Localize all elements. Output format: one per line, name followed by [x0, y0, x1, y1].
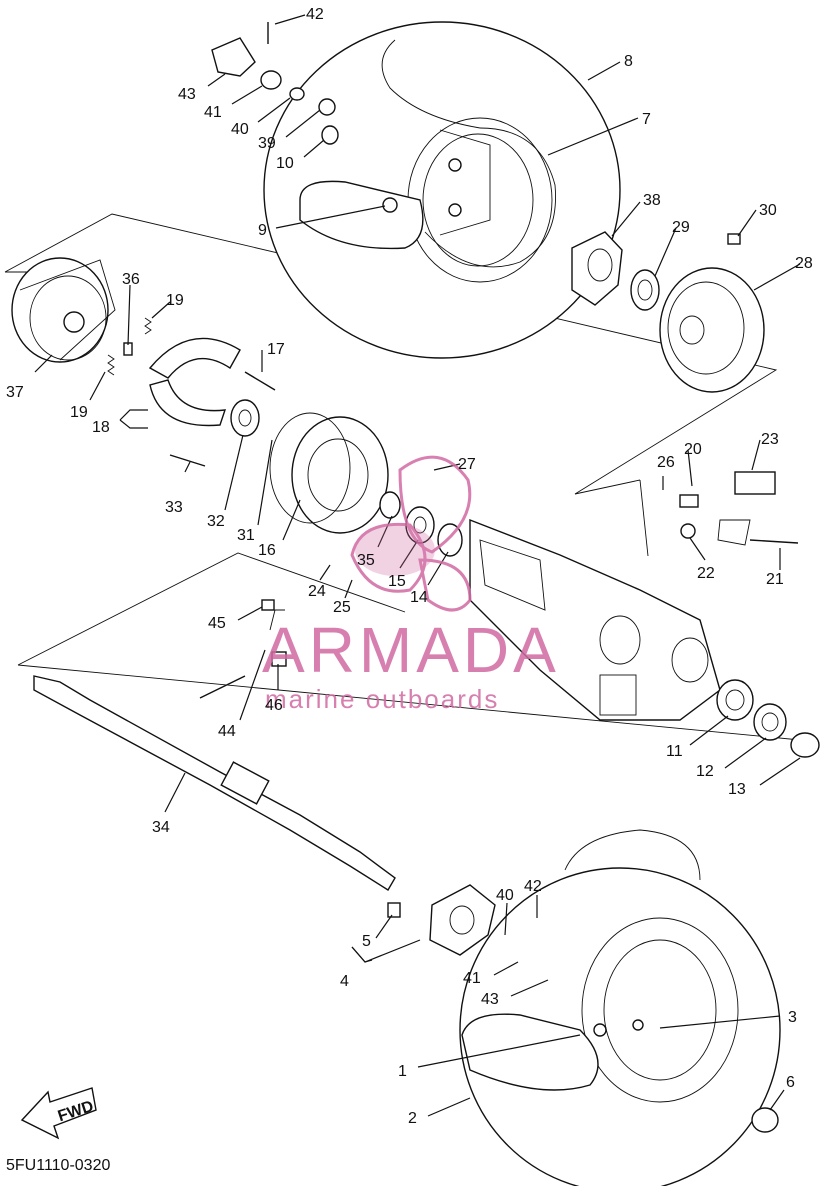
callout-40: 40 [231, 121, 249, 138]
leader-lines [34, 14, 801, 1117]
callout-41b: 41 [463, 970, 481, 987]
callout-25: 25 [333, 599, 351, 616]
watermark-logo-icon [350, 455, 472, 612]
callout-45: 45 [208, 615, 226, 632]
callout-26: 26 [657, 454, 675, 471]
callout-3: 3 [788, 1009, 797, 1026]
callout-7: 7 [642, 111, 651, 128]
callout-31: 31 [237, 527, 255, 544]
callout-35: 35 [357, 552, 375, 569]
callout-11: 11 [666, 743, 683, 760]
callout-14: 14 [410, 589, 428, 606]
callout-42: 42 [306, 6, 324, 23]
callout-labels: 42 43 41 40 39 10 8 7 9 38 29 30 28 36 1… [6, 6, 813, 1127]
callout-10: 10 [276, 155, 294, 172]
bottom-wheel-tire [459, 829, 781, 1186]
callout-42b: 42 [524, 878, 542, 895]
callout-6: 6 [786, 1074, 795, 1091]
callout-39: 39 [258, 135, 276, 152]
top-wheel-tire [263, 21, 621, 359]
callout-22: 22 [697, 565, 715, 582]
callout-33: 33 [165, 499, 183, 516]
callout-32: 32 [207, 513, 225, 530]
watermark-brand-text: ARMADA [262, 614, 560, 686]
callout-24: 24 [308, 583, 326, 600]
callout-8: 8 [624, 53, 633, 70]
hub-bearing-cover-top [571, 231, 765, 393]
callout-36: 36 [122, 271, 140, 288]
callout-13: 13 [728, 781, 746, 798]
callout-28: 28 [795, 255, 813, 272]
watermark: ARMADA marine outboards [262, 455, 560, 714]
callout-1: 1 [398, 1063, 407, 1080]
callout-19b: 19 [70, 404, 88, 421]
callout-17: 17 [267, 341, 285, 358]
callout-43b: 43 [481, 991, 499, 1008]
callout-43: 43 [178, 86, 196, 103]
watermark-tagline-text: marine outboards [265, 684, 499, 714]
callout-38: 38 [643, 192, 661, 209]
callout-44: 44 [218, 723, 236, 740]
callout-40b: 40 [496, 887, 514, 904]
callout-23: 23 [761, 431, 779, 448]
callout-2: 2 [408, 1110, 417, 1127]
forward-arrow-icon: FWD [20, 1087, 97, 1140]
callout-21: 21 [766, 571, 784, 588]
callout-12: 12 [696, 763, 714, 780]
callout-9: 9 [258, 222, 267, 239]
callout-20: 20 [684, 441, 702, 458]
axle-housing [379, 491, 820, 758]
callout-29: 29 [672, 219, 690, 236]
brake-back-plate [169, 371, 389, 534]
callout-5: 5 [362, 933, 371, 950]
callout-4: 4 [340, 973, 349, 990]
callout-30: 30 [759, 202, 777, 219]
callout-16: 16 [258, 542, 276, 559]
diagram-code: 5FU1110-0320 [6, 1157, 110, 1174]
callout-37: 37 [6, 384, 24, 401]
callout-41: 41 [204, 104, 222, 121]
brake-shoes [107, 317, 241, 427]
brake-drum-left [11, 257, 116, 363]
callout-15: 15 [388, 573, 406, 590]
top-small-parts [211, 22, 339, 145]
callout-46: 46 [265, 697, 283, 714]
callout-27: 27 [458, 456, 476, 473]
callout-19a: 19 [166, 292, 184, 309]
callout-34: 34 [152, 819, 170, 836]
axle-shaft [33, 599, 396, 891]
bracket-assembly [679, 471, 799, 546]
callout-18: 18 [92, 419, 110, 436]
